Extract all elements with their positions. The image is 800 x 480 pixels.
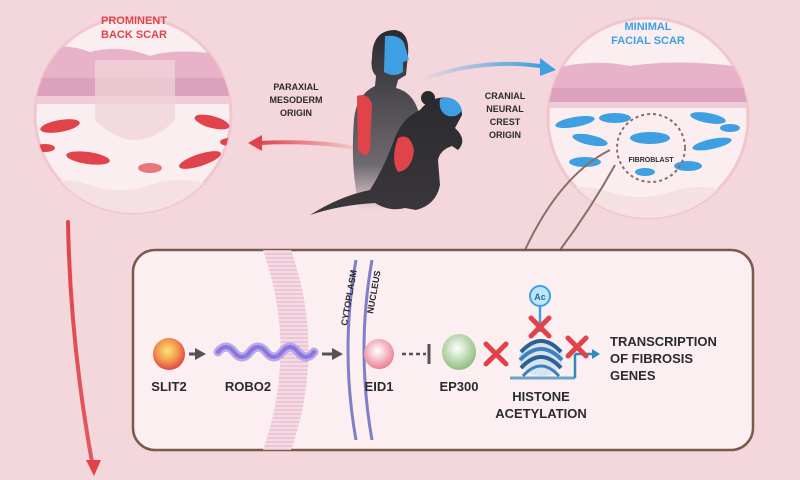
neural-crest-origin-label: CRANIAL NEURAL CREST ORIGIN	[485, 91, 526, 140]
histone-label-2: ACETYLATION	[495, 406, 586, 421]
human-back-marker	[357, 95, 372, 155]
fibroblast-label: FIBROBLAST	[628, 157, 674, 164]
nucleosome-icon	[510, 339, 575, 380]
pathway-panel: CYTOPLASM NUCLEUS SLIT2 ROBO2 EID1 EP300…	[131, 248, 755, 452]
block-x-icon	[483, 341, 509, 367]
slit2-label: SLIT2	[151, 379, 186, 394]
paraxial-origin-label: PARAXIAL MESODERM ORIGIN	[269, 82, 322, 118]
nuclear-envelope	[346, 259, 374, 441]
back-skin-circle: PROMINENT BACK SCAR	[33, 15, 233, 215]
transcription-label-1: TRANSCRIPTION	[610, 334, 717, 349]
robo2-label: ROBO2	[225, 379, 271, 394]
right-circle-title-1: MINIMAL	[624, 21, 671, 33]
human-face-icon	[384, 35, 409, 75]
red-origin-arrow	[248, 135, 367, 152]
blue-fibroblasts	[555, 112, 740, 176]
svg-text:ORIGIN: ORIGIN	[489, 130, 521, 140]
svg-text:ORIGIN: ORIGIN	[280, 108, 312, 118]
mouse-face-icon	[439, 97, 462, 117]
histone-label-1: HISTONE	[512, 389, 570, 404]
left-circle-title-2: BACK SCAR	[101, 29, 167, 41]
svg-text:MESODERM: MESODERM	[269, 95, 322, 105]
left-circle-title-1: PROMINENT	[101, 15, 167, 27]
transcription-label-2: OF FIBROSIS	[610, 351, 693, 366]
svg-text:CREST: CREST	[490, 117, 521, 127]
right-circle-title-2: FACIAL SCAR	[611, 35, 685, 47]
ep300-protein	[442, 334, 476, 370]
eid1-protein	[364, 339, 394, 369]
block-x-icon-transcription	[565, 335, 589, 359]
arrow-slit2-robo2	[195, 348, 206, 360]
scar-tissue	[95, 60, 175, 140]
transcription-label-3: GENES	[610, 368, 656, 383]
svg-text:Ac: Ac	[534, 292, 546, 302]
eid1-label: EID1	[365, 379, 394, 394]
fibroblast-highlight-ring	[616, 113, 686, 183]
svg-text:CRANIAL: CRANIAL	[485, 91, 526, 101]
block-x-icon-acetyl	[528, 315, 552, 339]
acetyl-group	[529, 285, 551, 307]
blue-origin-arrow	[418, 58, 556, 82]
mouse-silhouette	[310, 91, 463, 215]
arrow-robo2-eid1	[332, 348, 343, 360]
ep300-label: EP300	[439, 379, 478, 394]
mouse-back-marker	[394, 136, 414, 172]
svg-text:PARAXIAL: PARAXIAL	[273, 82, 319, 92]
slit2-protein	[153, 338, 185, 370]
facial-skin-circle: FIBROBLAST MINIMAL FACIAL SCAR	[546, 16, 750, 220]
svg-text:NEURAL: NEURAL	[486, 104, 524, 114]
zoom-connectors	[524, 149, 616, 251]
down-red-arrow	[66, 220, 101, 476]
